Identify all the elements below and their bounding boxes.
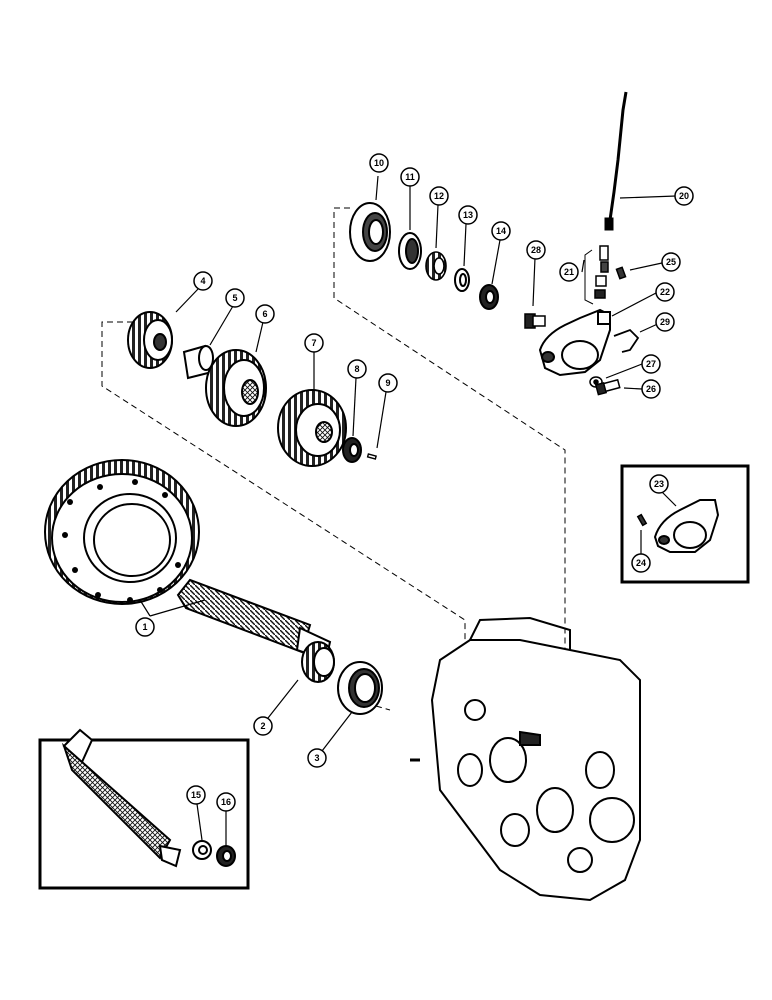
svg-text:25: 25 xyxy=(666,257,676,267)
inset-box-15-16 xyxy=(38,728,250,890)
part-12-bearing xyxy=(425,251,447,281)
svg-text:9: 9 xyxy=(385,378,390,388)
callout-14: 14 xyxy=(491,221,511,241)
part-1-ring-gear xyxy=(44,459,200,605)
part-4-gear xyxy=(127,311,173,369)
svg-text:7: 7 xyxy=(311,338,316,348)
pinion-shaft-inset xyxy=(61,728,182,868)
svg-text:1: 1 xyxy=(142,622,147,632)
part-28-bolt xyxy=(524,313,546,329)
callout-7: 7 xyxy=(304,333,324,353)
part-29-bracket xyxy=(613,328,640,353)
part-9-pin xyxy=(366,453,377,460)
svg-text:8: 8 xyxy=(354,364,359,374)
part-5-bushing xyxy=(182,344,214,380)
svg-text:15: 15 xyxy=(191,790,201,800)
callouts: 1 2 3 4 5 6 7 8 9 10 11 12 13 14 15 16 2… xyxy=(135,153,694,812)
callout-8: 8 xyxy=(347,359,367,379)
part-8-bearing xyxy=(342,437,362,463)
svg-text:11: 11 xyxy=(405,172,415,182)
svg-text:28: 28 xyxy=(531,245,541,255)
svg-text:22: 22 xyxy=(660,287,670,297)
svg-text:27: 27 xyxy=(646,359,656,369)
svg-text:3: 3 xyxy=(314,753,319,763)
callout-11: 11 xyxy=(400,167,420,187)
callout-5: 5 xyxy=(225,288,245,308)
svg-text:10: 10 xyxy=(374,158,384,168)
callout-4: 4 xyxy=(193,271,213,291)
svg-text:5: 5 xyxy=(232,293,237,303)
part-22-pump-housing xyxy=(538,308,611,377)
svg-text:14: 14 xyxy=(496,226,506,236)
svg-text:13: 13 xyxy=(463,210,473,220)
leader-lines xyxy=(139,175,677,846)
part-15-washer xyxy=(192,840,212,860)
part-25-pin xyxy=(615,266,627,280)
svg-text:16: 16 xyxy=(221,797,231,807)
part-16-nut xyxy=(216,845,236,867)
svg-text:24: 24 xyxy=(636,558,646,568)
callout-10: 10 xyxy=(369,153,389,173)
svg-text:23: 23 xyxy=(654,479,664,489)
svg-text:12: 12 xyxy=(434,191,444,201)
part-23-pump-housing xyxy=(653,499,720,553)
part-13-ring xyxy=(454,268,470,292)
part-2-bearing xyxy=(301,641,335,683)
svg-text:29: 29 xyxy=(660,317,670,327)
svg-text:20: 20 xyxy=(679,191,689,201)
part-21-valve xyxy=(584,245,609,305)
callout-26: 26 xyxy=(641,379,661,399)
callout-1: 1 xyxy=(135,617,155,637)
callout-27: 27 xyxy=(641,354,661,374)
callout-29: 29 xyxy=(655,312,675,332)
svg-text:2: 2 xyxy=(260,721,265,731)
transmission-case xyxy=(410,616,641,902)
callout-16: 16 xyxy=(216,792,236,812)
callout-2: 2 xyxy=(253,716,273,736)
part-24-pin xyxy=(636,513,648,527)
part-20-dipstick xyxy=(604,91,628,231)
svg-text:21: 21 xyxy=(564,267,574,277)
callout-12: 12 xyxy=(429,186,449,206)
callout-13: 13 xyxy=(458,205,478,225)
callout-21: 21 xyxy=(559,262,579,282)
svg-text:4: 4 xyxy=(200,276,205,286)
part-3-bearing-cup xyxy=(337,661,383,715)
svg-text:26: 26 xyxy=(646,384,656,394)
callout-28: 28 xyxy=(526,240,546,260)
part-26-bolt xyxy=(594,378,621,396)
callout-3: 3 xyxy=(307,748,327,768)
callout-15: 15 xyxy=(186,785,206,805)
callout-9: 9 xyxy=(378,373,398,393)
callout-25: 25 xyxy=(661,252,681,272)
part-7-gear xyxy=(277,389,347,467)
part-10-seal xyxy=(349,202,391,262)
svg-text:6: 6 xyxy=(262,309,267,319)
callout-20: 20 xyxy=(674,186,694,206)
callout-6: 6 xyxy=(255,304,275,324)
assembly-guide-lines xyxy=(101,207,566,740)
callout-23: 23 xyxy=(649,474,669,494)
part-14-nut xyxy=(479,284,499,310)
part-11-cup xyxy=(398,232,422,270)
part-6-gear xyxy=(205,349,267,427)
callout-24: 24 xyxy=(631,553,651,573)
callout-22: 22 xyxy=(655,282,675,302)
